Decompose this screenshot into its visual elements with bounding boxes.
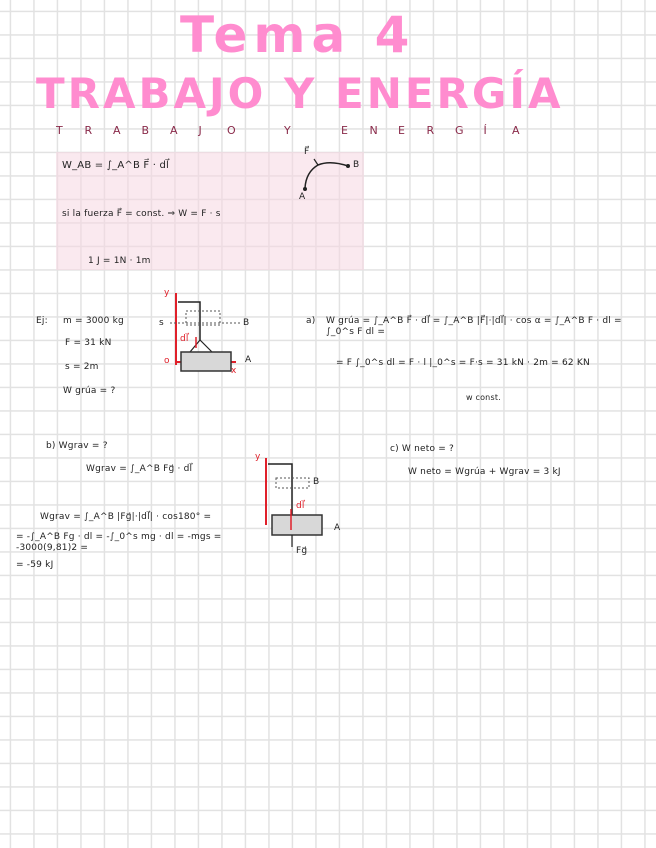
title-letter: Y	[284, 124, 291, 137]
topic-title: Tema 4	[180, 6, 416, 64]
title-letter: R	[84, 124, 93, 137]
part-b-label: b) Wgrav = ?	[46, 441, 108, 451]
part-a-label: a)	[306, 316, 316, 326]
title-letter: E	[341, 124, 348, 137]
crane-cable-2	[268, 463, 293, 527]
diagram2-label-fg: Fg⃗	[296, 546, 308, 556]
crate-final-position-2	[275, 477, 310, 489]
part-c-label: c) W neto = ?	[390, 444, 454, 454]
title-letter: T	[56, 124, 63, 137]
diagram2-label-a: A	[334, 523, 341, 533]
path-label-b: B	[353, 160, 360, 170]
path-curve	[304, 162, 349, 189]
given-question: W grúa = ?	[63, 386, 116, 396]
title-letter: N	[369, 124, 378, 137]
diagram-label-y: y	[164, 288, 170, 298]
part-b-line2: Wgrav = ∫_A^B |Fg⃗|·|dl⃗| · cos180° =	[40, 512, 212, 522]
diagram-label-b: B	[243, 318, 250, 328]
given-force: F = 31 kN	[65, 338, 112, 348]
given-distance: s = 2m	[65, 362, 99, 372]
crate-final-position	[185, 310, 221, 326]
crane-cable	[178, 301, 201, 340]
title-letter: A	[512, 124, 520, 137]
title-letter: A	[170, 124, 178, 137]
title-letter: B	[141, 124, 150, 137]
constant-force-note: si la fuerza F⃗ = const. ⇒ W = F · s	[62, 209, 221, 219]
diagram-label-o: o	[164, 356, 170, 366]
diagram-label-dl: dl⃗	[180, 334, 189, 344]
diagram-label-s: s	[159, 318, 164, 328]
diagram2-label-b: B	[313, 477, 320, 487]
title-letter: R	[426, 124, 435, 137]
point-a	[303, 187, 307, 191]
diagram2-label-dl: dl⃗	[296, 501, 305, 511]
part-b-line1: Wgrav = ∫_A^B Fg⃗ · dl⃗	[86, 464, 193, 474]
definition-box	[56, 152, 364, 270]
crate-2	[271, 514, 323, 536]
part-a-note: w const.	[466, 393, 501, 402]
title-letter: J	[198, 124, 202, 137]
part-a-line1: W grúa = ∫_A^B F⃗ · dl⃗ = ∫_A^B |F⃗|·|dl…	[326, 316, 622, 337]
title-letter: G	[455, 124, 464, 137]
part-a-line2: = F ∫_0^s dl = F · l |_0^s = F·s = 31 kN…	[336, 358, 590, 368]
point-b	[346, 164, 350, 168]
title-letter: Í	[483, 124, 487, 137]
given-mass: m = 3000 kg	[63, 316, 124, 326]
path-label-a: A	[299, 192, 306, 202]
part-b-line4: = -59 kJ	[16, 560, 54, 570]
part-b-line3: = -∫_A^B Fg · dl = -∫_0^s mg · dl = -mgs…	[16, 532, 222, 553]
joule-definition: 1 J = 1N · 1m	[88, 256, 151, 266]
title-letter: O	[227, 124, 236, 137]
diagram-label-x: x	[231, 366, 237, 376]
title-letter: A	[113, 124, 121, 137]
title-letter: E	[398, 124, 405, 137]
path-label-f: F⃗	[304, 147, 310, 157]
work-formula: W_AB = ∫_A^B F⃗ · dl⃗	[62, 160, 170, 171]
example-label: Ej:	[36, 316, 48, 326]
crate	[180, 351, 232, 372]
subject-title: TRABAJO Y ENERGÍA	[36, 69, 564, 118]
part-c-line1: W neto = Wgrúa + Wgrav = 3 kJ	[408, 467, 561, 477]
diagram-label-a: A	[245, 355, 252, 365]
diagram2-label-y: y	[255, 452, 261, 462]
crate-hook	[189, 339, 213, 353]
force-arrow	[313, 158, 319, 166]
